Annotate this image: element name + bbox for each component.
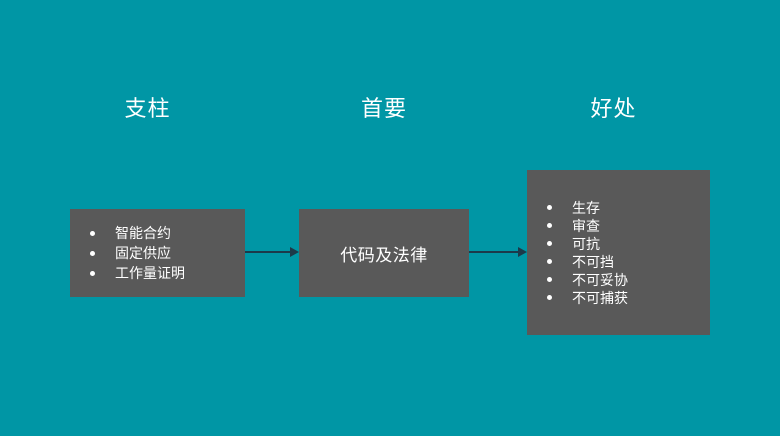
bullet-icon bbox=[547, 241, 552, 246]
arrow-shaft bbox=[245, 251, 292, 253]
list-item-label: 工作量证明 bbox=[115, 265, 185, 281]
list-item: 不可妥协 bbox=[527, 271, 710, 289]
bullet-icon bbox=[547, 295, 552, 300]
bullet-icon bbox=[90, 250, 95, 256]
bullet-icon bbox=[547, 205, 552, 210]
list-item-label: 可抗 bbox=[572, 235, 600, 252]
list-item: 可抗 bbox=[527, 235, 710, 253]
bullet-icon bbox=[547, 277, 552, 282]
list-item-label: 审查 bbox=[572, 217, 600, 234]
list-item: 智能合约 bbox=[70, 223, 245, 243]
primary-box-label: 代码及法律 bbox=[340, 245, 428, 265]
pillars-list: 智能合约 固定供应 工作量证明 bbox=[70, 223, 245, 283]
list-item-label: 生存 bbox=[572, 199, 600, 216]
bullet-icon bbox=[547, 259, 552, 264]
list-item-label: 不可捕获 bbox=[572, 289, 628, 306]
list-item-label: 固定供应 bbox=[115, 245, 171, 261]
list-item-label: 智能合约 bbox=[115, 225, 171, 241]
column-header-pillars: 支柱 bbox=[124, 96, 171, 121]
arrow-head-icon bbox=[518, 247, 527, 257]
column-header-benefits: 好处 bbox=[590, 96, 637, 121]
list-item-label: 不可挡 bbox=[572, 253, 614, 270]
arrow-shaft bbox=[469, 251, 520, 253]
primary-box: 代码及法律 bbox=[299, 209, 469, 297]
pillars-box: 智能合约 固定供应 工作量证明 bbox=[70, 209, 245, 297]
list-item: 生存 bbox=[527, 199, 710, 217]
list-item: 固定供应 bbox=[70, 243, 245, 263]
bullet-icon bbox=[547, 223, 552, 228]
benefits-box: 生存 审查 可抗 不可挡 不可妥协 不可捕获 bbox=[527, 170, 710, 335]
list-item: 不可挡 bbox=[527, 253, 710, 271]
list-item: 审查 bbox=[527, 217, 710, 235]
bullet-icon bbox=[90, 230, 95, 236]
column-header-primary: 首要 bbox=[360, 96, 407, 121]
bullet-icon bbox=[90, 270, 95, 276]
arrow-head-icon bbox=[290, 247, 299, 257]
list-item-label: 不可妥协 bbox=[572, 271, 628, 288]
list-item: 不可捕获 bbox=[527, 289, 710, 307]
list-item: 工作量证明 bbox=[70, 263, 245, 283]
benefits-list: 生存 审查 可抗 不可挡 不可妥协 不可捕获 bbox=[527, 199, 710, 307]
